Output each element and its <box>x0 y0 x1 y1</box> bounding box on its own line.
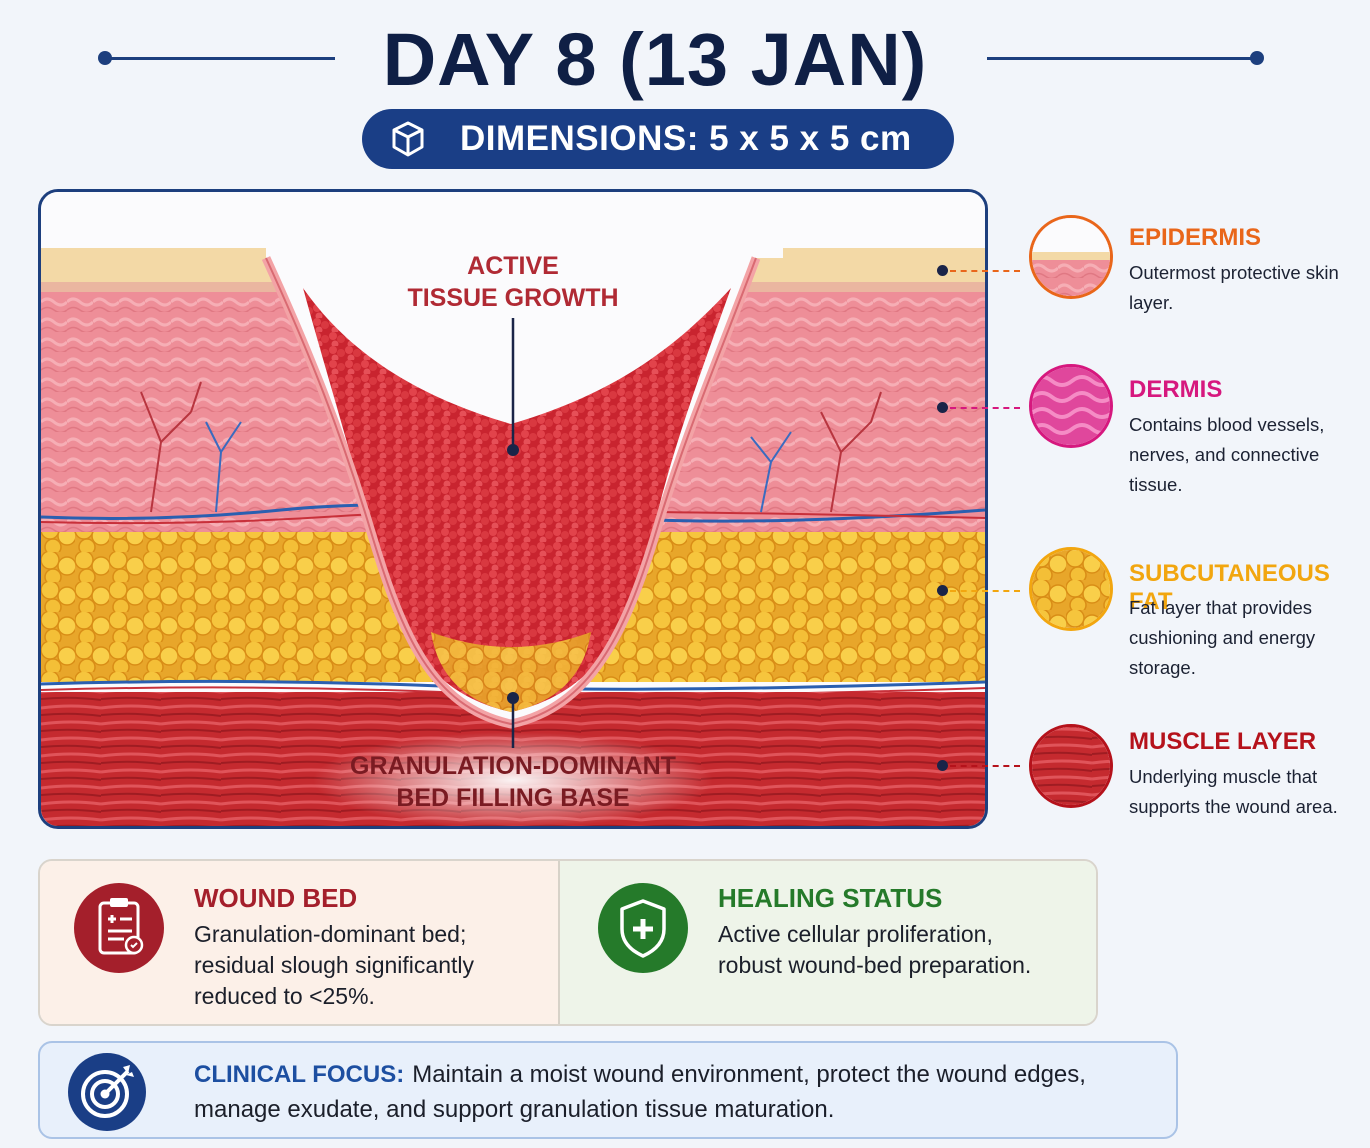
dermis-thumbnail <box>1029 364 1113 448</box>
wound-cross-section: ACTIVE TISSUE GROWTH GRANULATION-DOMINAN… <box>38 189 988 829</box>
muscle-leader <box>950 765 1020 767</box>
title-line-right <box>987 57 1257 60</box>
wound-bed-card: WOUND BED Granulation-dominant bed; resi… <box>40 861 558 1024</box>
fat-leader <box>950 590 1020 592</box>
healing-status-title: HEALING STATUS <box>718 883 943 913</box>
healing-status-card: HEALING STATUS Active cellular prolifera… <box>558 861 1096 1024</box>
legend-desc-epidermis: Outermost protective skin layer. <box>1129 262 1339 313</box>
legend-title-dermis: DERMIS <box>1129 376 1223 403</box>
legend-desc-dermis: Contains blood vessels, nerves, and conn… <box>1129 414 1325 495</box>
shield-plus-icon <box>598 883 688 973</box>
wound-bed-title: WOUND BED <box>194 883 358 913</box>
granulation-tissue <box>303 288 731 712</box>
muscle-marker <box>937 760 948 771</box>
muscle-thumbnail <box>1029 724 1113 808</box>
page-title: DAY 8 (13 JAN) <box>382 18 928 101</box>
dimensions-label: DIMENSIONS: 5 x 5 x 5 cm <box>460 119 912 158</box>
fat-marker <box>937 585 948 596</box>
title-line-left <box>105 57 335 60</box>
status-cards: WOUND BED Granulation-dominant bed; resi… <box>38 859 1098 1026</box>
callout-dot-top <box>507 444 519 456</box>
callout-granulation-base: GRANULATION-DOMINANT BED FILLING BASE <box>313 750 713 814</box>
clinical-focus-text: CLINICAL FOCUS:Maintain a moist wound en… <box>194 1057 1164 1127</box>
epidermis-thumbnail <box>1029 215 1113 299</box>
dermis-marker <box>937 402 948 413</box>
legend-title-muscle: MUSCLE LAYER <box>1129 728 1317 755</box>
callout-top-line-2: TISSUE GROWTH <box>407 284 619 312</box>
callout-bottom-line-1: GRANULATION-DOMINANT <box>350 752 676 780</box>
legend-title-fat: SUBCUTANEOUS FAT <box>1129 560 1330 615</box>
callout-dot-bottom <box>507 692 519 704</box>
legend-desc-fat: Fat layer that provides cushioning and e… <box>1129 597 1316 678</box>
clipboard-icon <box>74 883 164 973</box>
dimensions-badge: DIMENSIONS: 5 x 5 x 5 cm <box>362 109 954 169</box>
clinical-focus-label: CLINICAL FOCUS: <box>194 1061 405 1088</box>
legend-desc-muscle: Underlying muscle that supports the woun… <box>1129 766 1338 817</box>
callout-bottom-line-2: BED FILLING BASE <box>396 784 630 812</box>
clinical-focus-body: Maintain a moist wound environment, prot… <box>194 1061 1086 1123</box>
legend-title-epidermis: EPIDERMIS <box>1129 224 1262 251</box>
cube-icon <box>392 121 424 157</box>
target-icon <box>68 1053 146 1131</box>
dermis-leader <box>950 407 1020 409</box>
fat-thumbnail <box>1029 547 1113 631</box>
epidermis-marker <box>937 265 948 276</box>
title-dot-left <box>98 51 112 65</box>
wound-diagram-svg <box>41 192 985 826</box>
title-dot-right <box>1250 51 1264 65</box>
callout-top-line-1: ACTIVE <box>467 252 559 280</box>
clinical-focus-banner: CLINICAL FOCUS:Maintain a moist wound en… <box>38 1041 1178 1139</box>
healing-status-text: Active cellular proliferation, robust wo… <box>718 921 1032 978</box>
epidermis-leader <box>950 270 1020 272</box>
wound-bed-text: Granulation-dominant bed; residual sloug… <box>194 921 474 1009</box>
callout-active-growth: ACTIVE TISSUE GROWTH <box>363 250 663 314</box>
